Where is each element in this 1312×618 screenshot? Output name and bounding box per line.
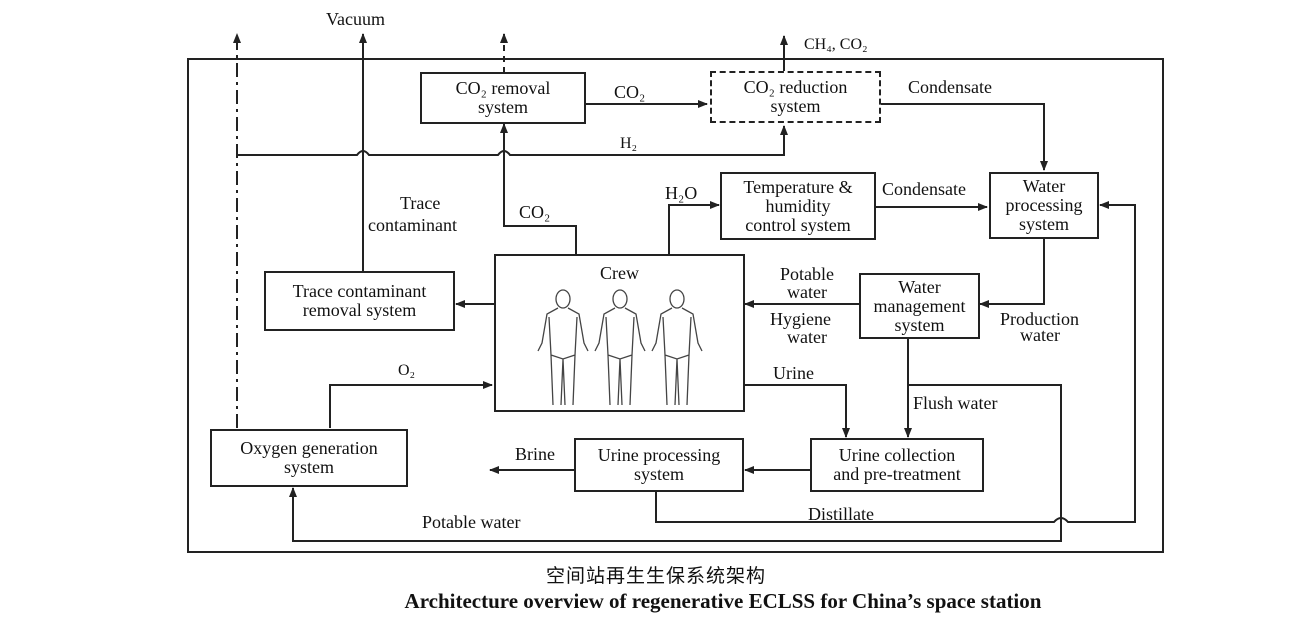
- temp-humidity-line1: Temperature &: [743, 176, 853, 197]
- urine-line: [745, 384, 850, 438]
- co2-up-label: CO₂: [519, 202, 551, 222]
- co2-removal-box: CO₂ removal system: [420, 72, 586, 124]
- urine-label: Urine: [773, 363, 814, 383]
- o2-label: O₂: [398, 362, 416, 379]
- distillate-label: Distillate: [808, 504, 874, 524]
- production-label: Production: [1000, 309, 1079, 329]
- oxygen-generation-box: Oxygen generation system: [210, 429, 408, 487]
- crew-h2o-line: [668, 201, 720, 254]
- vacuum-label: Vacuum: [326, 9, 385, 29]
- h2o-label: H₂O: [665, 183, 698, 203]
- co2-reduction-box: CO₂ reduction system: [710, 71, 881, 123]
- production-water-line: [979, 239, 1045, 308]
- crew-co2-line: [500, 123, 577, 254]
- production-label-2: water: [1020, 325, 1060, 345]
- urine-processing-line2: system: [633, 464, 684, 484]
- potable-in-label: Potable: [780, 264, 834, 284]
- water-management-line3: system: [894, 314, 945, 335]
- oxygen-generation-line2: system: [283, 457, 334, 477]
- urine-collection-box: Urine collection and pre-treatment: [810, 438, 984, 492]
- trace-removal-line2: removal system: [302, 300, 417, 320]
- crew-label: Crew: [600, 263, 639, 283]
- potable-water-bottom-line: [289, 384, 1062, 542]
- caption-english: Architecture overview of regenerative EC…: [404, 589, 1042, 613]
- temp-humidity-line3: control system: [745, 214, 851, 235]
- water-processing-box: Water processing system: [989, 172, 1099, 239]
- contaminant-label: contaminant: [368, 215, 457, 235]
- co2-removal-line1: CO₂ removal: [455, 78, 551, 98]
- trace-removal-box: Trace contaminant removal system: [264, 271, 455, 331]
- condensate-mid-label: Condensate: [882, 179, 966, 199]
- hygiene-label-2: water: [787, 327, 827, 347]
- condensate-top-label: Condensate: [908, 77, 992, 97]
- co2-reduction-line1: CO₂ reduction: [743, 77, 848, 97]
- crew-box: Crew: [494, 254, 745, 412]
- crew-figures: [537, 289, 703, 406]
- water-management-line2: management: [873, 295, 966, 316]
- water-management-line1: Water: [898, 276, 941, 297]
- trace-removal-line1: Trace contaminant: [292, 281, 427, 301]
- h2-line: [237, 125, 788, 156]
- co2-removal-line2: system: [477, 97, 528, 117]
- urine-processing-box: Urine processing system: [574, 438, 744, 492]
- water-processing-line2: processing: [1005, 195, 1083, 215]
- flush-water-label: Flush water: [913, 393, 998, 413]
- co2-reduction-line2: system: [770, 96, 821, 116]
- water-processing-line1: Water: [1022, 176, 1066, 196]
- brine-label: Brine: [515, 444, 555, 464]
- urine-processing-line1: Urine processing: [597, 445, 721, 465]
- urine-collection-line2: and pre-treatment: [833, 464, 961, 484]
- h2-label: H₂: [620, 135, 638, 152]
- outer-frame: [187, 58, 1164, 553]
- urine-collection-line1: Urine collection: [838, 445, 956, 465]
- o2-line: [329, 381, 493, 428]
- potable-in-label-2: water: [787, 282, 827, 302]
- temp-humidity-line2: humidity: [765, 195, 831, 216]
- caption-chinese: 空间站再生生保系统架构: [545, 565, 766, 587]
- condensate-top-line: [881, 103, 1048, 171]
- water-processing-line3: system: [1018, 214, 1069, 234]
- potable-water-bottom-label: Potable water: [422, 512, 521, 532]
- oxygen-generation-line1: Oxygen generation: [240, 438, 378, 458]
- temp-humidity-box: Temperature & humidity control system: [720, 172, 876, 240]
- hygiene-label: Hygiene: [770, 309, 831, 329]
- trace-label: Trace: [400, 193, 441, 213]
- co2-flow-label: CO₂: [614, 82, 646, 102]
- water-management-box: Water management system: [859, 273, 980, 339]
- ch4-co2-label: CH₄, CO₂: [804, 36, 868, 53]
